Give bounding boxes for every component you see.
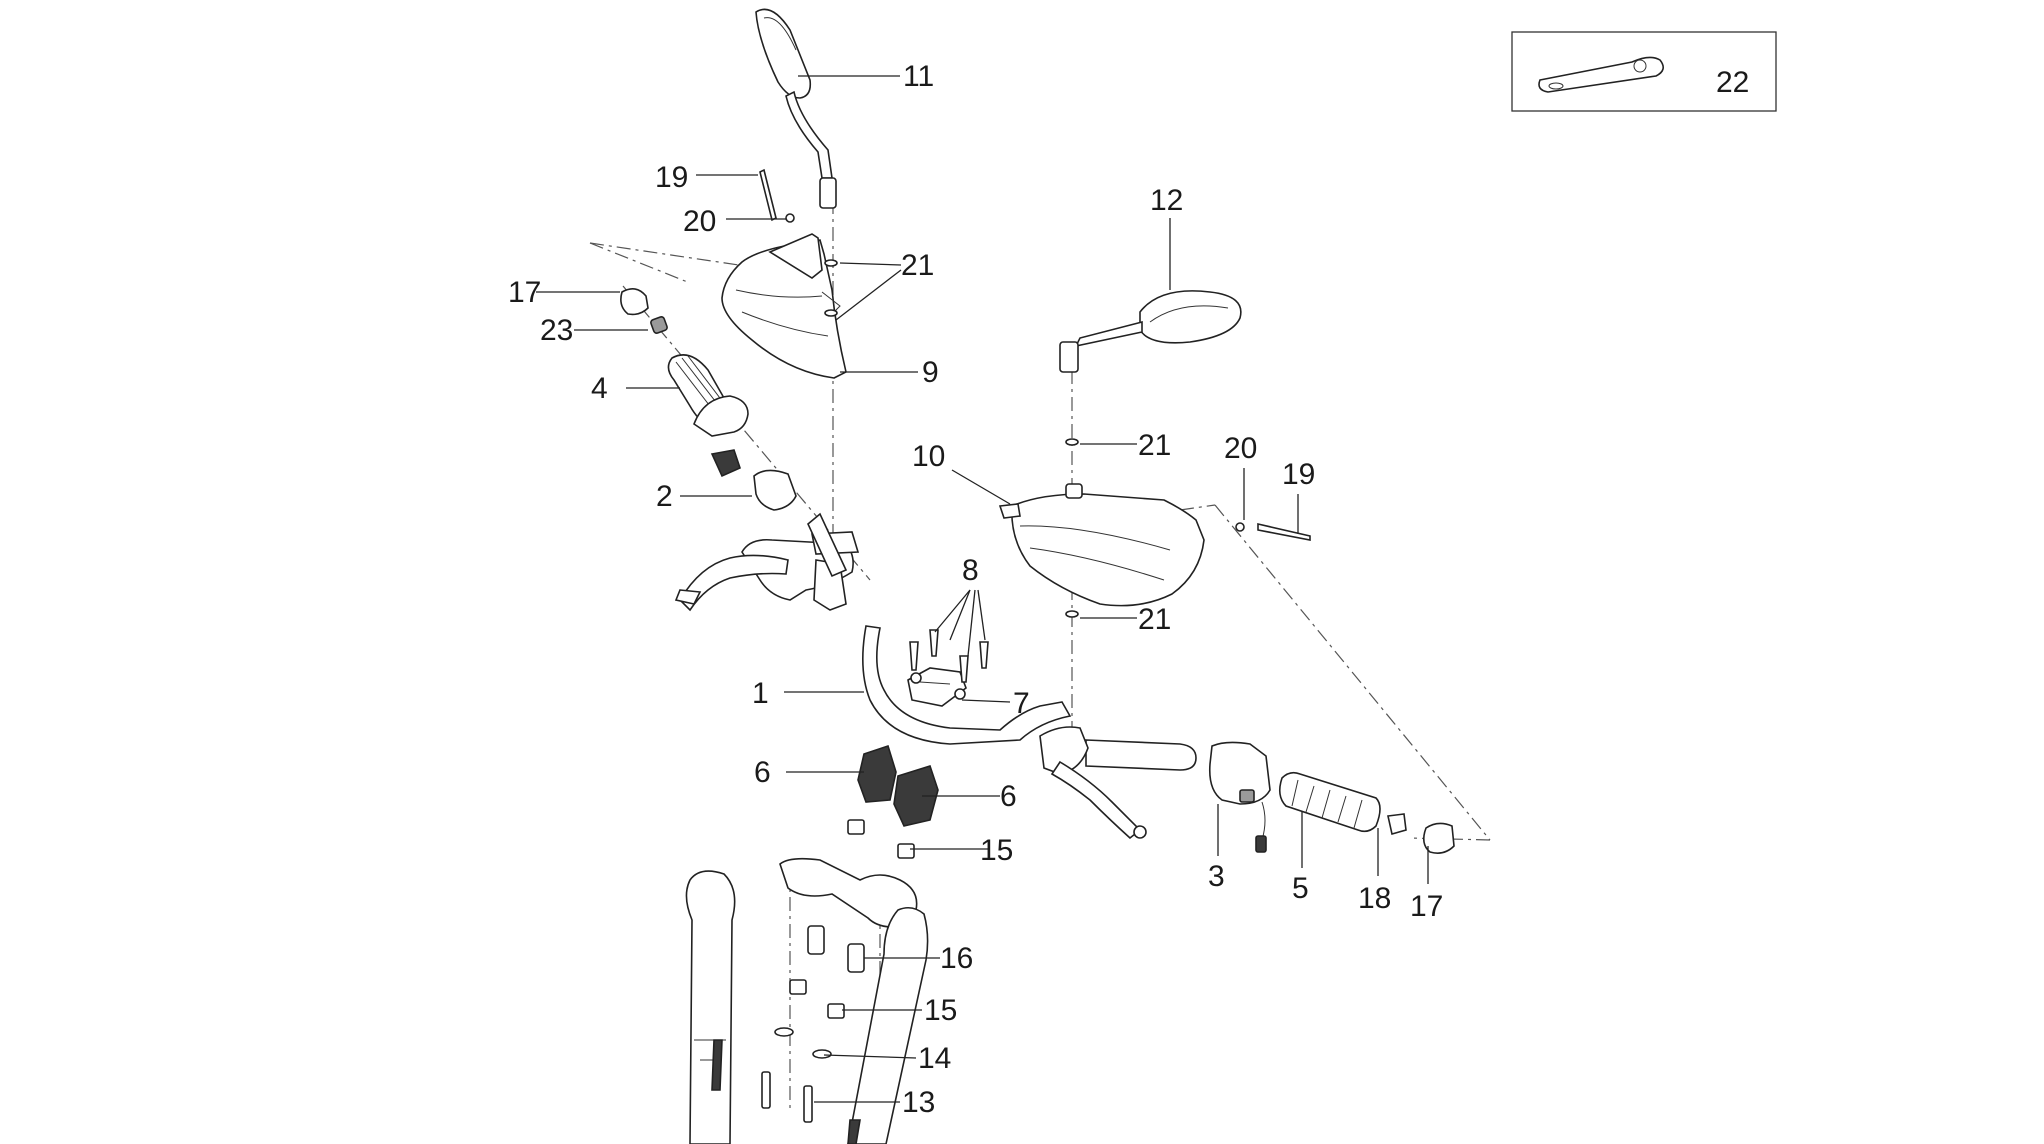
callout-17-right: 17 xyxy=(1410,890,1443,923)
callout-6-left: 6 xyxy=(754,756,771,789)
callout-18: 18 xyxy=(1358,882,1391,915)
callout-8: 8 xyxy=(962,554,979,587)
right-brake-lever xyxy=(1039,726,1147,840)
small-fasteners xyxy=(759,168,1311,618)
callout-numbers: 11 19 20 21 9 12 21 10 20 19 21 17 23 4 … xyxy=(508,60,1749,1119)
callout-2: 2 xyxy=(656,480,673,513)
callout-15-lower: 15 xyxy=(924,994,957,1027)
callout-21-top: 21 xyxy=(901,249,934,282)
part-10-right-handguard xyxy=(998,483,1205,607)
part-9-left-handguard xyxy=(721,233,847,379)
callout-21-lower: 21 xyxy=(1138,603,1171,636)
callout-3: 3 xyxy=(1208,860,1225,893)
left-grip-assembly xyxy=(620,288,797,511)
callout-11: 11 xyxy=(903,60,934,93)
part-22-wrench-box xyxy=(1511,31,1777,112)
callout-22: 22 xyxy=(1716,66,1749,99)
callout-5: 5 xyxy=(1292,872,1309,905)
callout-7: 7 xyxy=(1013,687,1030,720)
callout-19-right: 19 xyxy=(1282,458,1315,491)
callout-17-left: 17 xyxy=(508,276,541,309)
callout-21-middle: 21 xyxy=(1138,429,1171,462)
callout-14: 14 xyxy=(918,1042,951,1075)
handlebar-clamps xyxy=(847,629,989,859)
callout-19-left: 19 xyxy=(655,161,688,194)
callout-20-left: 20 xyxy=(683,205,716,238)
part-12-right-mirror xyxy=(1059,290,1242,373)
callout-12: 12 xyxy=(1150,184,1183,217)
callout-4: 4 xyxy=(591,372,608,405)
fork-and-triple-clamp xyxy=(685,857,929,1144)
callout-16: 16 xyxy=(940,942,973,975)
callout-9: 9 xyxy=(922,356,939,389)
callout-1: 1 xyxy=(752,677,769,710)
callout-13: 13 xyxy=(902,1086,935,1119)
callout-20-right: 20 xyxy=(1224,432,1257,465)
right-switch-grip-assembly xyxy=(1208,741,1455,854)
part-1-handlebar xyxy=(862,625,1197,771)
part-11-left-mirror xyxy=(755,8,837,209)
callout-6-right: 6 xyxy=(1000,780,1017,813)
left-brake-master-cylinder xyxy=(674,512,860,612)
callout-15-upper: 15 xyxy=(980,834,1013,867)
callout-23: 23 xyxy=(540,314,573,347)
callout-10: 10 xyxy=(912,440,945,473)
leader-lines xyxy=(536,75,1429,1103)
